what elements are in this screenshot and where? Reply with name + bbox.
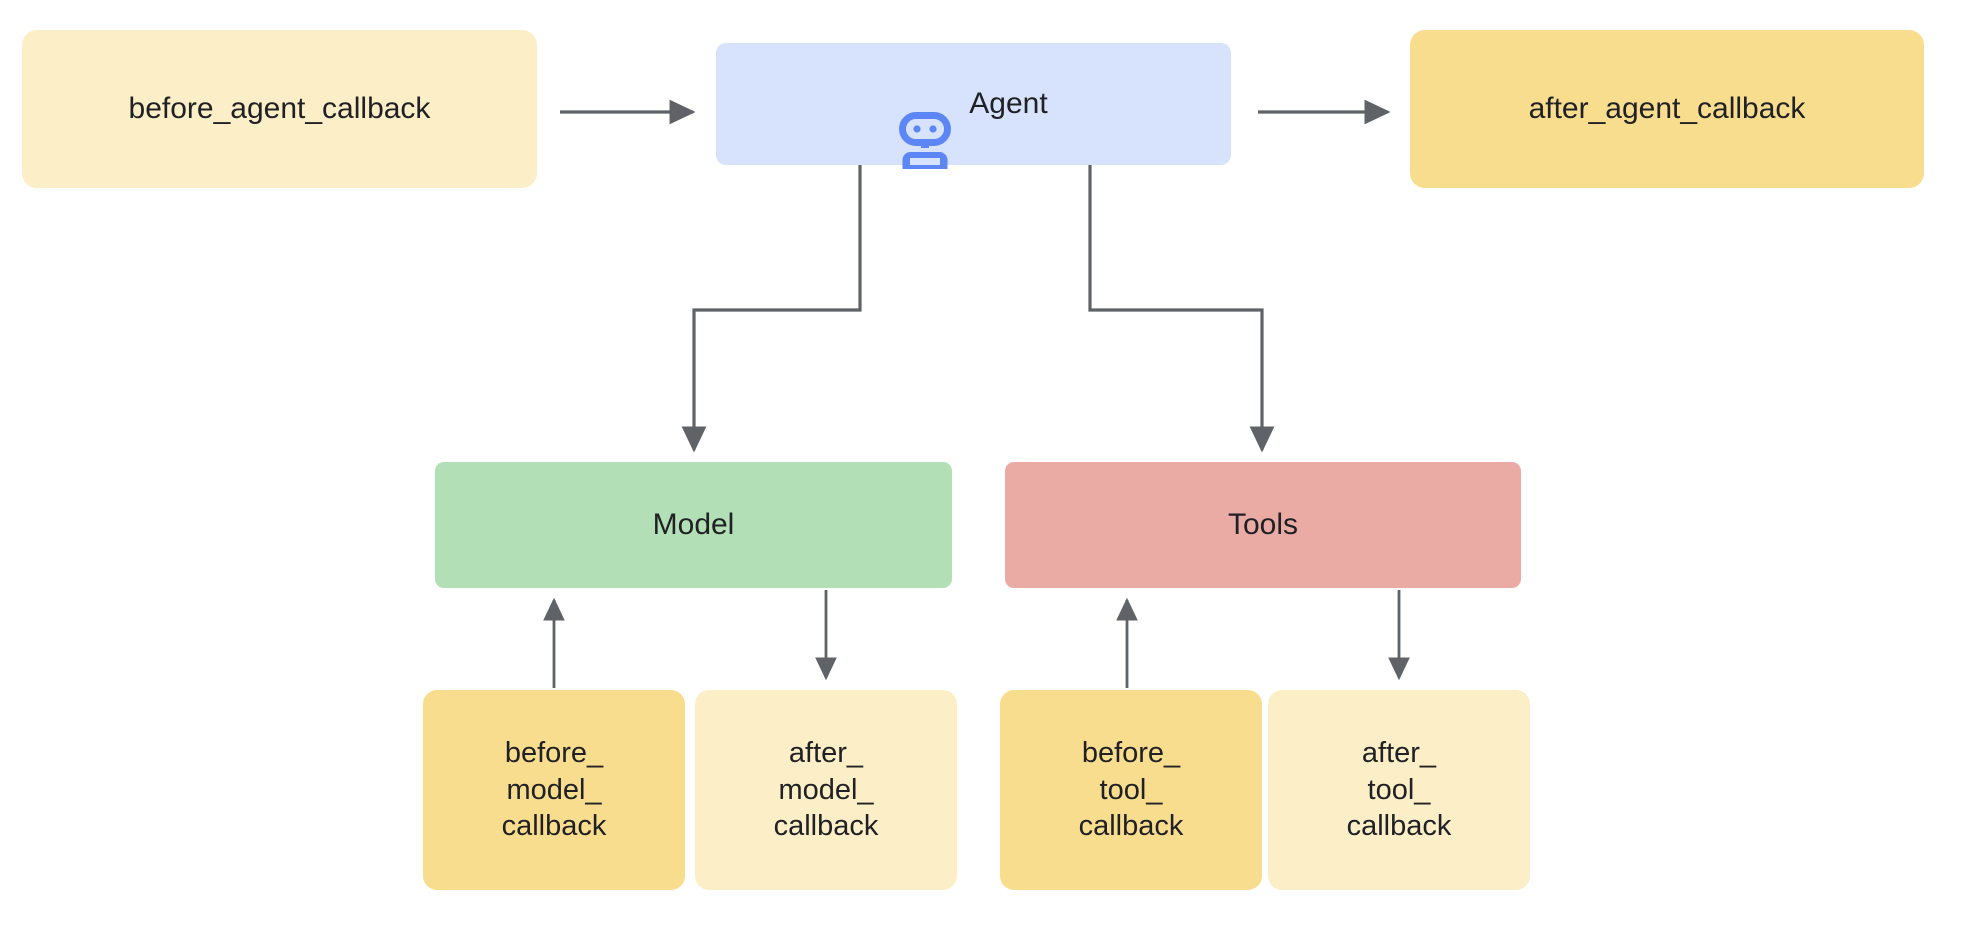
node-after-agent-callback[interactable]: after_agent_callback xyxy=(1410,30,1924,188)
node-after-model-callback[interactable]: after_ model_ callback xyxy=(695,690,957,890)
node-agent[interactable]: Agent xyxy=(716,43,1231,170)
robot-icon xyxy=(899,74,952,170)
edge-agent-to-tools xyxy=(1088,165,1275,453)
node-label: Tools xyxy=(1227,507,1299,541)
node-label: before_ tool_ callback xyxy=(1078,736,1184,843)
node-label: before_ model_ callback xyxy=(501,736,607,843)
node-before-agent-callback[interactable]: before_agent_callback xyxy=(22,30,537,188)
node-label: after_ tool_ callback xyxy=(1346,736,1452,843)
node-label: Agent xyxy=(969,86,1048,120)
node-label: after_agent_callback xyxy=(1528,91,1806,125)
node-label: Model xyxy=(652,507,735,541)
node-before-model-callback[interactable]: before_ model_ callback xyxy=(423,690,685,890)
node-label: before_agent_callback xyxy=(128,91,431,125)
node-model[interactable]: Model xyxy=(435,462,952,588)
node-before-tool-callback[interactable]: before_ tool_ callback xyxy=(1000,690,1262,890)
node-tools[interactable]: Tools xyxy=(1005,462,1521,588)
node-label: after_ model_ callback xyxy=(773,736,879,843)
edge-agent-to-model xyxy=(681,165,862,453)
node-after-tool-callback[interactable]: after_ tool_ callback xyxy=(1268,690,1530,890)
